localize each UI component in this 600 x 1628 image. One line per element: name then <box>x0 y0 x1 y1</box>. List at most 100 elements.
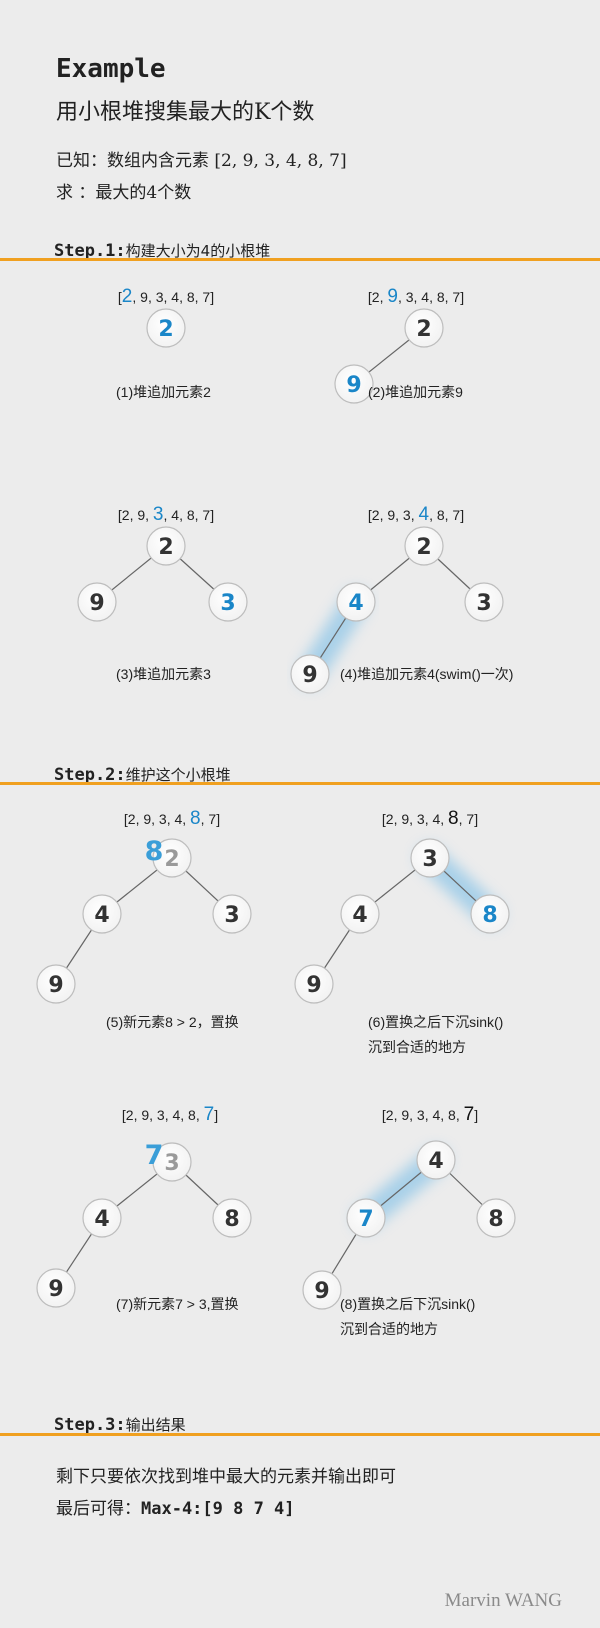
heap-node-circle <box>152 838 192 878</box>
page-subtitle: 用小根堆搜集最大的K个数 <box>56 100 315 125</box>
heap-node-circle <box>416 1140 456 1180</box>
heap-node: 28 <box>145 836 192 878</box>
step-2-label: Step.2: <box>54 765 126 785</box>
array-prefix: [2, 9, 3, 4, <box>123 811 191 827</box>
result-prefix: 最后可得： <box>56 1499 141 1519</box>
array-suffix: ] <box>474 1107 479 1123</box>
step-2-text: 维护这个小根堆 <box>125 766 231 784</box>
array-suffix: , 3, 4, 8, 7] <box>397 289 465 305</box>
panel-8-caption-1: (8)置换之后下沉sink() <box>340 1296 476 1312</box>
array-prefix: [2, <box>367 289 388 305</box>
heap-panel-8: 4 7 8 9 <box>302 1140 516 1310</box>
heap-node-circle <box>410 838 450 878</box>
heap-node-circle <box>212 894 252 934</box>
array-state-3: [2, 9, 3, 4, 8, 7] <box>118 504 214 526</box>
heap-node-circle <box>212 1198 252 1238</box>
heap-node-value: 2 <box>416 535 431 560</box>
heap-node-value: 3 <box>164 1151 179 1176</box>
heap-node-value: 9 <box>48 1277 63 1302</box>
array-prefix: [2, 9, 3, 4, 8, <box>121 1107 204 1123</box>
heap-node-value: 3 <box>422 847 437 872</box>
page-title: Example <box>56 54 166 84</box>
array-state-8: [2, 9, 3, 4, 8, 7] <box>382 1104 478 1126</box>
step-1-text: 构建大小为4的小根堆 <box>125 242 271 260</box>
array-current-element: 7 <box>463 1104 475 1125</box>
heap-node-value: 4 <box>428 1149 443 1174</box>
step-2-heading: Step.2:维护这个小根堆 <box>54 764 231 785</box>
heap-node-circle <box>82 1198 122 1238</box>
heap-node-value: 2 <box>164 847 179 872</box>
heap-node-circle <box>404 526 444 566</box>
heap-node-value: 9 <box>306 973 321 998</box>
heap-node-circle <box>476 1198 516 1238</box>
array-prefix: [2, 9, <box>117 507 153 523</box>
heap-panel-2: 29 <box>334 308 444 404</box>
array-current-element: 4 <box>418 504 430 525</box>
array-prefix: [2, 9, 3, 4, 8, <box>381 1107 464 1123</box>
incoming-value: 7 <box>145 1140 164 1171</box>
heap-panel-5: 28 4 3 9 <box>36 836 252 1004</box>
array-state-7: [2, 9, 3, 4, 8, 7] <box>122 1104 218 1126</box>
heap-node-value: 8 <box>224 1207 239 1232</box>
heap-node-value: 8 <box>482 903 497 928</box>
heap-node-value: 4 <box>348 591 363 616</box>
heap-node-value: 4 <box>94 1207 109 1232</box>
heap-node: 3 <box>212 894 252 934</box>
heap-node: 2 <box>404 526 444 566</box>
panel-5-caption-1: (5)新元素8 > 2，置换 <box>106 1014 239 1030</box>
step-3-text: 输出结果 <box>125 1416 186 1434</box>
result-value: Max-4:[9 8 7 4] <box>141 1499 295 1519</box>
array-prefix: [ <box>117 289 122 305</box>
heap-node-circle <box>36 964 76 1004</box>
array-current-element: 2 <box>121 286 133 307</box>
heap-node: 3 <box>208 582 248 622</box>
heap-node-value: 8 <box>488 1207 503 1232</box>
heap-node: 3 <box>410 838 450 878</box>
heap-node: 9 <box>36 1268 76 1308</box>
known-line: 已知：数组内含元素 [2, 9, 3, 4, 8, 7] <box>56 151 347 171</box>
heap-node: 8 <box>470 894 510 934</box>
author-signature: Marvin WANG <box>444 1590 562 1611</box>
heap-node-value: 3 <box>224 903 239 928</box>
heap-node-value: 9 <box>89 591 104 616</box>
heap-node: 8 <box>212 1198 252 1238</box>
panel-7-caption-1: (7)新元素7 > 3,置换 <box>116 1296 239 1312</box>
heap-node-circle <box>294 964 334 1004</box>
heap-node: 2 <box>404 308 444 348</box>
heap-node-circle <box>302 1270 342 1310</box>
heap-node: 9 <box>334 364 374 404</box>
step-1-heading: Step.1:构建大小为4的小根堆 <box>54 240 270 261</box>
heap-node-value: 7 <box>358 1207 373 1232</box>
heap-node: 9 <box>36 964 76 1004</box>
heap-node-value: 2 <box>158 317 173 342</box>
incoming-value: 8 <box>145 836 164 867</box>
heap-node-circle <box>146 308 186 348</box>
heap-node-circle <box>152 1142 192 1182</box>
array-current-element: 8 <box>190 808 201 829</box>
heap-node: 9 <box>294 964 334 1004</box>
heap-node-circle <box>470 894 510 934</box>
heap-node-value: 9 <box>314 1279 329 1304</box>
heap-node-value: 9 <box>48 973 63 998</box>
heap-node-value: 3 <box>220 591 235 616</box>
heap-node: 7 <box>346 1198 386 1238</box>
heap-panel-7: 37 4 8 9 <box>36 1140 252 1308</box>
heap-node: 4 <box>336 582 376 622</box>
heap-node-circle <box>146 526 186 566</box>
heap-node-circle <box>36 1268 76 1308</box>
step-3-divider <box>0 1433 600 1436</box>
heap-node-circle <box>208 582 248 622</box>
array-current-element: 8 <box>448 808 459 829</box>
heap-node-circle <box>336 582 376 622</box>
heap-node: 2 <box>146 308 186 348</box>
heap-node-value: 4 <box>94 903 109 928</box>
heap-node: 3 <box>464 582 504 622</box>
array-current-element: 9 <box>387 286 398 307</box>
heap-panel-1: 2 <box>146 308 186 348</box>
step-1-divider <box>0 258 600 261</box>
result-line-2: 最后可得：Max-4:[9 8 7 4] <box>56 1494 295 1519</box>
heap-node: 37 <box>145 1140 192 1182</box>
result-line-1: 剩下只要依次找到堆中最大的元素并输出即可 <box>56 1467 396 1487</box>
